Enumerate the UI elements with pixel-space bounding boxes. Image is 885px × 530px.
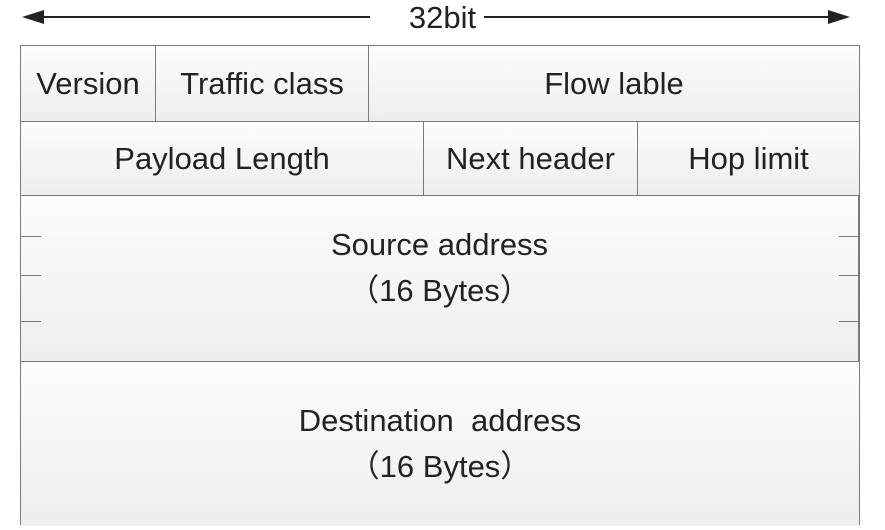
source-address-label: Source address <box>330 226 549 262</box>
destination-address-label: Destination address <box>298 403 582 438</box>
field-source-address: Source address （16 Bytes） <box>21 196 859 361</box>
field-traffic-class: Traffic class <box>156 46 369 121</box>
field-destination-address: Destination address （16 Bytes） <box>21 362 859 526</box>
field-hop-limit: Hop limit <box>688 140 809 176</box>
row-divider-tick <box>21 275 41 276</box>
header-row-destination: Destination address （16 Bytes） <box>21 362 859 526</box>
source-address-size: （16 Bytes） <box>348 272 531 308</box>
destination-address-size: （16 Bytes） <box>348 449 532 484</box>
header-row-2: Payload Length Next header Hop limit <box>21 122 859 196</box>
width-label: 32bit <box>400 0 485 35</box>
row-divider-tick <box>21 321 41 322</box>
ipv6-header-diagram: Version Traffic class Flow lable Payload… <box>20 45 860 526</box>
width-indicator: 32bit <box>0 0 885 36</box>
header-row-source: Source address （16 Bytes） <box>21 196 859 362</box>
row-divider-tick <box>21 236 41 237</box>
field-version: Version <box>21 46 156 121</box>
row-divider-tick <box>839 236 859 237</box>
width-arrow <box>22 10 850 24</box>
field-flow-label: Flow lable <box>544 65 684 101</box>
field-next-header: Next header <box>424 122 638 195</box>
field-payload-length: Payload Length <box>21 122 424 195</box>
row-divider-tick <box>839 321 859 322</box>
row-divider-tick <box>839 275 859 276</box>
header-row-1: Version Traffic class Flow lable <box>21 46 859 122</box>
